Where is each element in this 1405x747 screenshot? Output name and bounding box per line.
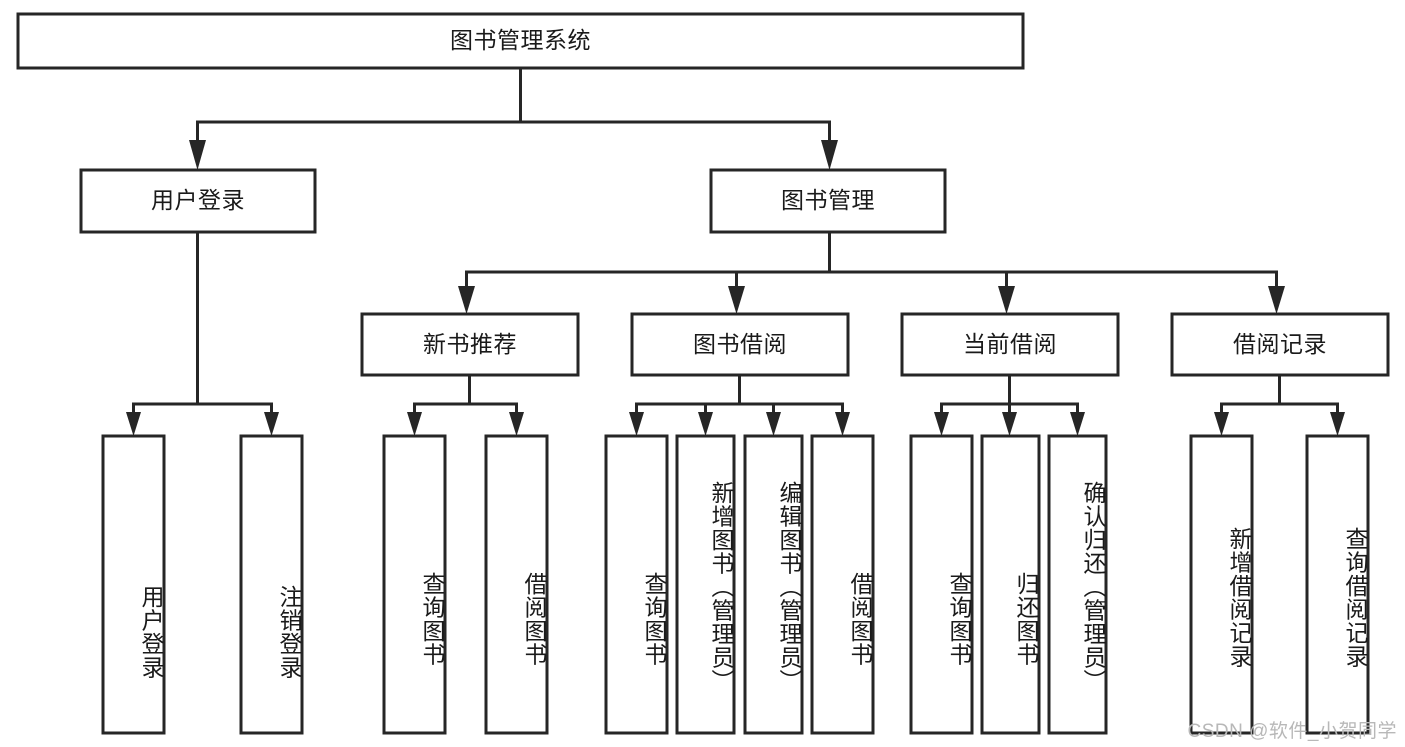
node-rect-book-manage[interactable] <box>709 168 947 234</box>
node-rect-leaf-return-book[interactable] <box>980 434 1041 735</box>
arrowhead-book-borrow <box>728 286 745 314</box>
node-rect-leaf-query-book-1[interactable] <box>382 434 447 735</box>
arrowhead-current-borrow <box>998 286 1015 314</box>
arrowhead-book-manage <box>821 140 838 170</box>
node-rect-leaf-add-record[interactable] <box>1189 434 1254 735</box>
arrowhead-leaf-b2 <box>835 412 850 436</box>
arrowhead-leaf-logout <box>264 412 279 436</box>
arrowhead-new-book <box>458 286 475 314</box>
node-rect-leaf-query-book-2[interactable] <box>604 434 669 735</box>
node-rect-leaf-confirm-return[interactable] <box>1047 434 1108 735</box>
arrowhead-leaf-b1 <box>509 412 524 436</box>
node-rect-leaf-logout-login[interactable] <box>239 434 304 735</box>
arrowhead-leaf-add-record <box>1214 412 1229 436</box>
arrowhead-leaf-add-book <box>698 412 713 436</box>
arrowhead-leaf-q2 <box>629 412 644 436</box>
node-rect-borrow-record[interactable] <box>1170 312 1390 377</box>
node-layer <box>16 12 1390 735</box>
arrowhead-leaf-return <box>1002 412 1017 436</box>
arrowhead-leaf-query-record <box>1330 412 1345 436</box>
node-rect-leaf-user-login[interactable] <box>101 434 166 735</box>
node-rect-leaf-query-book-3[interactable] <box>909 434 974 735</box>
connector-layer <box>126 66 1345 436</box>
arrowhead-borrow-record <box>1268 286 1285 314</box>
node-rect-book-borrow[interactable] <box>630 312 850 377</box>
node-rect-user-login[interactable] <box>79 168 317 234</box>
arrowhead-leaf-q1 <box>407 412 422 436</box>
node-rect-leaf-borrow-book-1[interactable] <box>484 434 549 735</box>
node-rect-leaf-edit-book[interactable] <box>743 434 804 735</box>
csdn-watermark: CSDN @软件_小贺同学 <box>1187 721 1397 742</box>
node-rect-leaf-borrow-book-2[interactable] <box>810 434 875 735</box>
node-rect-root[interactable] <box>16 12 1025 70</box>
arrowhead-leaf-q3 <box>934 412 949 436</box>
node-rect-current-borrow[interactable] <box>900 312 1120 377</box>
node-rect-leaf-query-record[interactable] <box>1305 434 1370 735</box>
arrowhead-leaf-edit-book <box>766 412 781 436</box>
node-rect-new-book-recommend[interactable] <box>360 312 580 377</box>
node-rect-leaf-add-book[interactable] <box>675 434 736 735</box>
arrowhead-user-login <box>189 140 206 170</box>
arrowhead-leaf-user-login <box>126 412 141 436</box>
arrowhead-leaf-confirm <box>1070 412 1085 436</box>
